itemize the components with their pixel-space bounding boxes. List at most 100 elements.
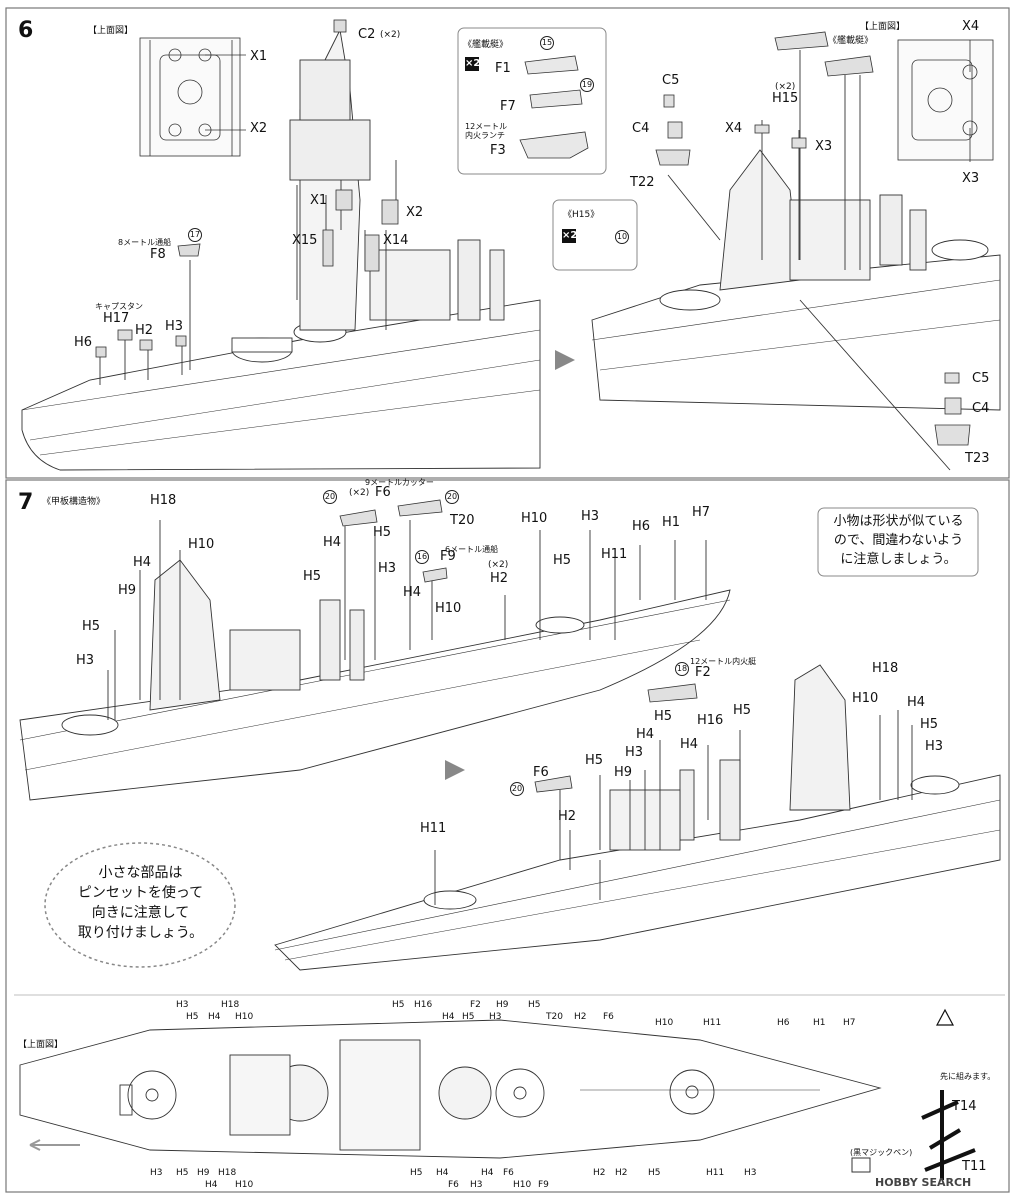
s7r-h3b: H3 xyxy=(625,745,644,760)
step7-left-ship xyxy=(19,520,731,801)
tv-l-3: H4 xyxy=(205,1180,218,1190)
circled-18-num: 18 xyxy=(675,662,689,676)
circled-18: 18 xyxy=(675,662,689,677)
x2-mark: ×2 xyxy=(465,57,481,71)
label-c2-count: (×2) xyxy=(380,30,401,40)
tv-u-15: F6 xyxy=(603,1012,614,1022)
label-c5: C5 xyxy=(662,73,680,88)
label-h15: H15 xyxy=(772,91,799,106)
circled-20c: 20 xyxy=(510,782,524,797)
label-f1: F1 xyxy=(495,61,511,76)
f6-count: (×2) xyxy=(349,488,370,498)
s7-h7: H7 xyxy=(692,505,711,520)
label-t22: T22 xyxy=(630,175,655,190)
label-t14: T14 xyxy=(952,1099,977,1114)
tv-u-4: H10 xyxy=(235,1012,254,1022)
s7r-h5d: H5 xyxy=(585,753,604,768)
tv-u-6: H16 xyxy=(414,1000,433,1010)
s7-h6: H6 xyxy=(632,519,651,534)
step6-topview-left: 【上面図】 xyxy=(88,26,134,36)
tv-l-15: H2 xyxy=(615,1168,628,1178)
arrow-step7 xyxy=(445,760,465,780)
s7-h10c: H10 xyxy=(521,511,548,526)
label-t11: T11 xyxy=(962,1159,987,1174)
circled-19-num: 19 xyxy=(580,78,594,92)
label-x1-part: X1 xyxy=(310,193,328,208)
tv-l-17: H11 xyxy=(706,1168,725,1178)
tv-u-12: H5 xyxy=(528,1000,541,1010)
label-t23: T23 xyxy=(965,451,990,466)
tv-l-8: F6 xyxy=(448,1180,459,1190)
cutter-note: 9メートルカッター xyxy=(365,478,434,487)
s7-h4a: H4 xyxy=(133,555,152,570)
s7-h2-count: (×2) xyxy=(488,560,509,570)
label-f8: F8 xyxy=(150,247,166,262)
s7-h3c: H3 xyxy=(581,509,600,524)
s7-h5b: H5 xyxy=(373,525,392,540)
tv-l-13: F9 xyxy=(538,1180,549,1190)
tv-l-9: H3 xyxy=(470,1180,483,1190)
s7-h4c: H4 xyxy=(403,585,422,600)
tv-u-19: H1 xyxy=(813,1018,826,1028)
s7r-h3a: H3 xyxy=(925,739,944,754)
h15-title: 《H15》 xyxy=(563,210,600,220)
label-x1: X1 xyxy=(250,49,268,64)
tv-l-12: H10 xyxy=(513,1180,532,1190)
launch-note: 12メートル 内火ランチ xyxy=(465,122,508,140)
circled-16: 16 xyxy=(415,550,429,565)
s7-h5a: H5 xyxy=(82,619,101,634)
tv-u-7: H4 xyxy=(442,1012,455,1022)
s7-h18: H18 xyxy=(150,493,177,508)
s7r-f6: F6 xyxy=(533,765,549,780)
s7-h5c: H5 xyxy=(553,553,572,568)
watermark: HOBBY SEARCH xyxy=(875,1176,972,1189)
circled-10: 10 xyxy=(615,230,629,245)
h15-count: (×2) xyxy=(775,82,796,92)
step7-right-ship xyxy=(274,664,1001,971)
tweezers-note: 小さな部品は ピンセットを使って 向きに注意して 取り付けましょう。 xyxy=(77,865,204,941)
x2-badge: ×2 xyxy=(465,56,481,71)
boats-title: 《艦載艇》 xyxy=(463,40,509,50)
tv-l-7: H4 xyxy=(436,1168,449,1178)
top-view-inset-right xyxy=(897,39,994,162)
s7r-h18: H18 xyxy=(872,661,899,676)
circled-20b: 20 xyxy=(445,490,459,505)
s7r-h11: H11 xyxy=(420,821,447,836)
top-view-ship xyxy=(19,1019,882,1159)
launch12-note: 12メートル内火艇 xyxy=(690,657,757,666)
step6-left-ship xyxy=(21,28,541,471)
boat6-note: 6メートル通船 xyxy=(445,545,499,554)
label-x3-part: X3 xyxy=(815,139,833,154)
tv-l-10: H4 xyxy=(481,1168,494,1178)
step6-topview-right: 【上面図】 xyxy=(860,22,906,32)
tv-u-18: H6 xyxy=(777,1018,790,1028)
label-f3: F3 xyxy=(490,143,506,158)
label-x14: X14 xyxy=(383,233,409,248)
s7r-h5c: H5 xyxy=(733,703,752,718)
tv-u-11: H9 xyxy=(496,1000,509,1010)
marker-note: (黒マジックペン) xyxy=(850,1148,913,1157)
tv-u-20: H7 xyxy=(843,1018,856,1028)
circled-20a-num: 20 xyxy=(323,490,337,504)
circled-10-num: 10 xyxy=(615,230,629,244)
step6-right-parts xyxy=(655,31,971,446)
h15-x2-mark: ×2 xyxy=(562,229,578,243)
s7-h5d: H5 xyxy=(303,569,322,584)
tv-l-0: H3 xyxy=(150,1168,163,1178)
boat-parts-f xyxy=(519,55,589,159)
s7r-h5a: H5 xyxy=(920,717,939,732)
arrow-step6 xyxy=(555,350,575,370)
tv-l-11: F6 xyxy=(503,1168,514,1178)
tv-u-1: H5 xyxy=(186,1012,199,1022)
top-view-inset-left xyxy=(139,37,246,157)
label-x4-part: X4 xyxy=(725,121,743,136)
s7-h4b: H4 xyxy=(323,535,342,550)
step7-frame xyxy=(5,479,1010,1193)
s7-h3a: H3 xyxy=(76,653,95,668)
tweezers-bubble xyxy=(44,842,236,968)
tv-u-2: H4 xyxy=(208,1012,221,1022)
s7r-h4b: H4 xyxy=(636,727,655,742)
tv-u-13: T20 xyxy=(546,1012,563,1022)
tv-u-9: F2 xyxy=(470,1000,481,1010)
s7r-h2: H2 xyxy=(558,809,577,824)
